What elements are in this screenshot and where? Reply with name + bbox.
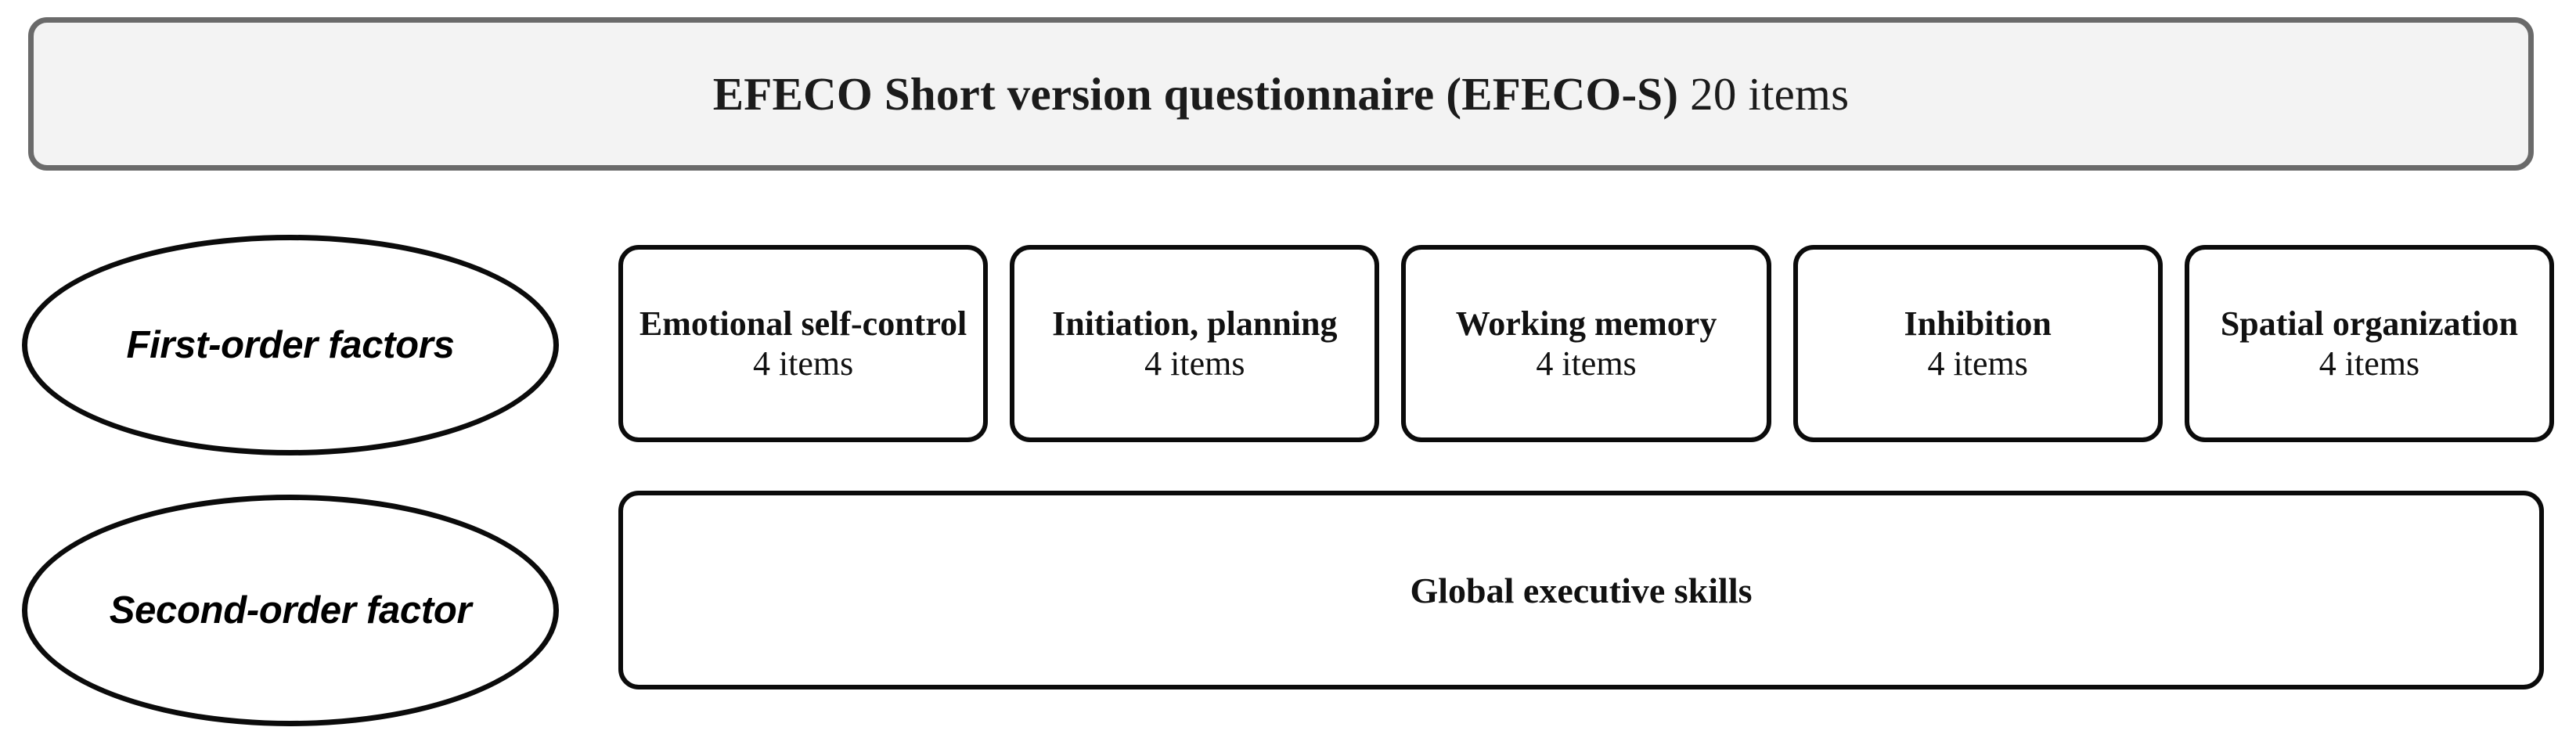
header-title: EFECO Short version questionnaire (EFECO… <box>712 67 1850 120</box>
factor-name: Initiation, planning <box>1052 304 1338 343</box>
second-order-factor-name: Global executive skills <box>1410 570 1753 610</box>
header-title-strong: EFECO Short version questionnaire (EFECO… <box>712 67 1679 120</box>
factor-item-count: 4 items <box>1536 344 1637 383</box>
level-label-second-order-text: Second-order factor <box>109 589 472 632</box>
factor-item-count: 4 items <box>752 344 854 383</box>
first-order-factor-row: Emotional self-control 4 items Initiatio… <box>618 245 2555 442</box>
factor-name: Working memory <box>1455 304 1717 343</box>
header-title-light: 20 items <box>1678 67 1850 120</box>
factor-name: Emotional self-control <box>639 304 967 343</box>
factor-box-initiation-planning: Initiation, planning 4 items <box>1010 245 1380 442</box>
level-label-first-order: First-order factors <box>22 235 559 455</box>
factor-name: Spatial organization <box>2220 304 2518 343</box>
factor-item-count: 4 items <box>1144 344 1245 383</box>
factor-box-emotional-self-control: Emotional self-control 4 items <box>618 245 989 442</box>
factor-box-working-memory: Working memory 4 items <box>1401 245 1771 442</box>
factor-item-count: 4 items <box>2318 344 2420 383</box>
level-label-second-order: Second-order factor <box>22 495 559 726</box>
factor-box-inhibition: Inhibition 4 items <box>1792 245 2163 442</box>
factor-item-count: 4 items <box>1927 344 2028 383</box>
level-label-first-order-text: First-order factors <box>126 324 455 366</box>
second-order-factor-box: Global executive skills <box>618 491 2544 689</box>
questionnaire-header-banner: EFECO Short version questionnaire (EFECO… <box>28 17 2534 171</box>
factor-name: Inhibition <box>1904 304 2052 343</box>
factor-box-spatial-organization: Spatial organization 4 items <box>2184 245 2555 442</box>
